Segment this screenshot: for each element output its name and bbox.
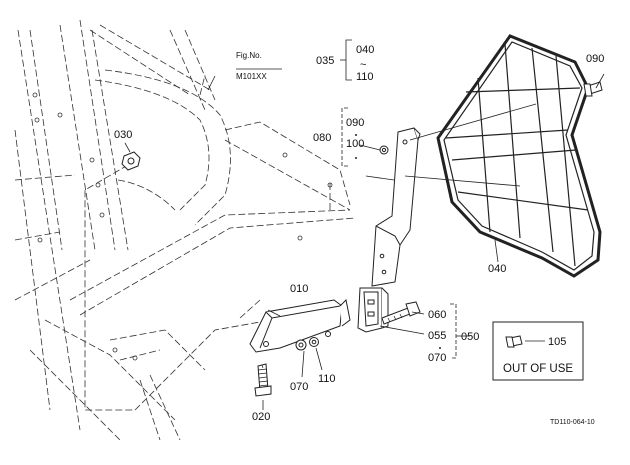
- group-brackets: [340, 39, 460, 359]
- callout-030: 030: [114, 129, 132, 141]
- callout-090: 090: [586, 53, 604, 65]
- group-dot: [439, 347, 441, 349]
- callout-040: 040: [488, 263, 506, 275]
- hinge-050: [357, 287, 389, 333]
- backrest-guard-040: [436, 34, 602, 278]
- callout-110: 110: [318, 373, 336, 385]
- callout-020: 020: [252, 411, 270, 423]
- callout-050: 050: [461, 331, 479, 343]
- washer-110: [309, 337, 319, 347]
- callout-105: 105: [548, 336, 566, 348]
- nut-030: [121, 151, 141, 171]
- drawing-code: TD110-064-10: [550, 419, 595, 426]
- callout-040-range-start: 040: [356, 44, 374, 56]
- bracket-080: [371, 127, 421, 287]
- callout-090-group: 090: [346, 117, 364, 129]
- fig-ref-number: M101XX: [236, 72, 267, 81]
- callout-035: 035: [316, 55, 334, 67]
- leader-lines: [124, 73, 605, 410]
- frame-holes: [32, 92, 333, 361]
- callout-060: 060: [428, 309, 446, 321]
- bracket-010: [249, 298, 351, 353]
- machine-frame-phantom: [14, 19, 356, 441]
- callout-010: 010: [290, 283, 308, 295]
- bolt-090: [583, 81, 603, 97]
- out-of-use-box: [492, 321, 584, 381]
- washer-070: [295, 339, 307, 351]
- callout-055: 055: [428, 330, 446, 342]
- out-of-use-label: OUT OF USE: [503, 363, 573, 375]
- group-dot: [355, 157, 357, 159]
- range-separator: ~: [360, 59, 366, 71]
- callout-100: 100: [346, 138, 364, 150]
- callout-080: 080: [313, 132, 331, 144]
- callout-070: 070: [290, 381, 308, 393]
- callout-110-range-end: 110: [356, 71, 374, 83]
- fig-ref-title: Fig.No.: [236, 51, 262, 60]
- bolt-105: [505, 335, 523, 348]
- bolt-020: [254, 363, 272, 397]
- group-dot: [355, 134, 357, 136]
- callout-070-group: 070: [428, 352, 446, 364]
- washer-100: [379, 145, 389, 155]
